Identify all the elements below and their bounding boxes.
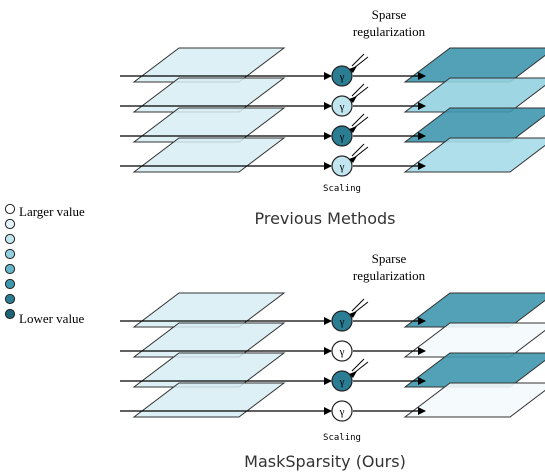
- gamma-symbol: γ: [339, 376, 345, 388]
- gamma-circle: [331, 310, 353, 332]
- sparse-label-line1: Sparse: [372, 251, 407, 266]
- gamma-symbol: γ: [339, 316, 345, 328]
- input-layer: [132, 47, 286, 83]
- panel-title: Previous Methods: [254, 209, 395, 228]
- output-layer: [403, 77, 545, 113]
- sparse-arrow: [351, 143, 365, 157]
- output-feature-maps: [403, 47, 545, 173]
- sparse-arrowhead: [349, 311, 357, 318]
- sparse-arrow: [351, 298, 365, 312]
- gamma-circle: [331, 340, 353, 362]
- output-layer: [403, 107, 545, 143]
- output-layer: [403, 137, 545, 173]
- channel-connections: [120, 72, 426, 170]
- input-feature-maps: [132, 292, 286, 418]
- sparse-label-line2: regularization: [353, 268, 426, 283]
- gamma-symbol: γ: [339, 131, 345, 143]
- legend-swatch: [4, 233, 16, 245]
- legend-swatch: [4, 263, 16, 275]
- input-layer: [132, 352, 286, 388]
- input-layer: [132, 322, 286, 358]
- sparse-arrows: [349, 53, 369, 163]
- output-layer: [403, 352, 545, 388]
- panel-title: MaskSparsity (Ours): [244, 452, 406, 471]
- legend-swatch: [4, 248, 16, 260]
- legend-swatch: [4, 278, 16, 290]
- gamma-circle: [331, 125, 353, 147]
- legend: [4, 203, 16, 320]
- gamma-symbol: γ: [339, 71, 345, 83]
- output-layer: [403, 322, 545, 358]
- legend-swatch: [4, 218, 16, 230]
- legend-swatch: [4, 203, 16, 215]
- channel-connections: [120, 317, 426, 415]
- sparse-arrow: [351, 53, 365, 67]
- sparse-arrowhead: [349, 126, 357, 133]
- sparse-arrows: [349, 298, 369, 378]
- sparse-arrow: [351, 83, 365, 97]
- sparse-arrow: [353, 361, 369, 374]
- sparse-arrowhead: [349, 371, 357, 378]
- gamma-symbol: γ: [339, 101, 345, 113]
- sparse-arrow: [353, 86, 369, 99]
- gamma-circle: [331, 400, 353, 422]
- input-feature-maps: [132, 47, 286, 173]
- sparse-arrow: [353, 116, 369, 129]
- gamma-circle: [331, 370, 353, 392]
- sparse-arrowhead: [349, 96, 357, 103]
- output-feature-maps: [403, 292, 545, 418]
- panel-masksparsity: γ γ γ γ Sparse regularization Scaling MaskS…: [120, 251, 545, 471]
- sparse-arrow: [353, 146, 369, 159]
- sparse-arrow: [351, 113, 365, 127]
- scaling-factors: γ γ γ γ: [331, 310, 353, 422]
- legend-top-label: Larger value: [19, 204, 85, 219]
- sparse-label-line1: Sparse: [372, 7, 407, 22]
- sparse-arrowhead: [349, 156, 357, 163]
- legend-bottom-label: Lower value: [19, 311, 85, 326]
- sparse-arrow: [353, 56, 369, 69]
- gamma-symbol: γ: [339, 161, 345, 173]
- input-layer: [132, 77, 286, 113]
- sparse-label-line2: regularization: [353, 24, 426, 39]
- legend-swatch: [4, 293, 16, 305]
- gamma-circle: [331, 155, 353, 177]
- scaling-label: Scaling: [323, 184, 361, 194]
- input-layer: [132, 107, 286, 143]
- scaling-label: Scaling: [323, 433, 361, 443]
- gamma-circle: [331, 65, 353, 87]
- output-layer: [403, 382, 545, 418]
- legend-swatch: [4, 308, 16, 320]
- input-layer: [132, 137, 286, 173]
- sparse-arrowhead: [349, 66, 357, 73]
- sparse-arrow: [351, 358, 365, 372]
- input-layer: [132, 292, 286, 328]
- gamma-symbol: γ: [339, 346, 345, 358]
- scaling-factors: γ γ γ γ: [331, 65, 353, 177]
- output-layer: [403, 292, 545, 328]
- input-layer: [132, 382, 286, 418]
- output-layer: [403, 47, 545, 83]
- sparse-arrow: [353, 301, 369, 314]
- gamma-circle: [331, 95, 353, 117]
- gamma-symbol: γ: [339, 406, 345, 418]
- panel-previous-methods: γ γ γ γ Sparse regularization Scaling Previ…: [120, 7, 545, 228]
